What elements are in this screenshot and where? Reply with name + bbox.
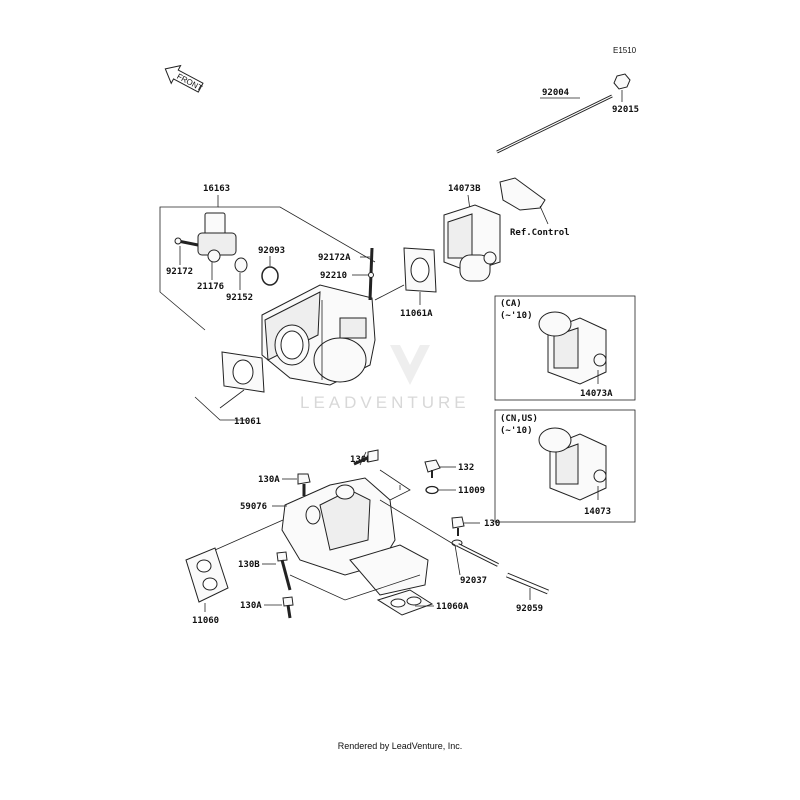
- label-11009: 11009: [458, 486, 485, 496]
- label-130B-low: 130B: [238, 560, 260, 570]
- control-bracket: [499, 177, 546, 211]
- label-14073A: 14073A: [580, 389, 613, 399]
- variant-box-cnus: (CN,US) (~'10) 14073: [494, 409, 636, 523]
- gasket-11060: [185, 547, 229, 603]
- front-arrow-icon: FRONT: [164, 64, 204, 93]
- cnus-year: (~'10): [500, 426, 533, 436]
- screw-92172: [174, 237, 199, 247]
- watermark-text: LEADVENTURE: [300, 393, 470, 412]
- footer-credit: Rendered by LeadVenture, Inc.: [337, 741, 463, 751]
- label-11060: 11060: [192, 616, 219, 626]
- washer-11009: [425, 485, 439, 495]
- throttle-body: [261, 284, 376, 386]
- label-11061: 11061: [234, 417, 261, 427]
- bolt-130A-low: [282, 596, 294, 619]
- ca-year: (~'10): [500, 311, 533, 321]
- label-92210: 92210: [320, 271, 347, 281]
- label-21176: 21176: [197, 282, 224, 292]
- washer-92210: [368, 272, 374, 278]
- adapter-14073B: [443, 204, 501, 282]
- manifold-59076: [281, 477, 429, 596]
- label-92015: 92015: [612, 105, 639, 115]
- label-130A-top: 130A: [258, 475, 280, 485]
- label-14073B: 14073B: [448, 184, 481, 194]
- rod-92037: [451, 539, 499, 567]
- label-92037: 92037: [460, 576, 487, 586]
- ca-region: (CA): [500, 299, 522, 309]
- nut-92015: [613, 73, 631, 90]
- diagram-code: E1510: [613, 46, 637, 55]
- label-132: 132: [458, 463, 474, 473]
- label-92152: 92152: [226, 293, 253, 303]
- label-11060A: 11060A: [436, 602, 469, 612]
- gasket-11061: [221, 351, 265, 393]
- label-92172A: 92172A: [318, 253, 351, 263]
- bolt-130A-top: [297, 473, 311, 496]
- label-92004: 92004: [542, 88, 570, 98]
- cnus-region: (CN,US): [500, 414, 538, 424]
- label-92172: 92172: [166, 267, 193, 277]
- label-59076: 59076: [240, 502, 267, 512]
- gasket-11061A: [403, 247, 437, 293]
- label-92059: 92059: [516, 604, 543, 614]
- bolt-130: [451, 516, 465, 536]
- label-11061A: 11061A: [400, 309, 433, 319]
- label-16163: 16163: [203, 184, 230, 194]
- rod-92004: [496, 94, 613, 154]
- label-92093: 92093: [258, 246, 285, 256]
- bolt-132: [424, 459, 441, 478]
- watermark-logo: [390, 345, 430, 385]
- gasket-11060A: [376, 589, 434, 616]
- oring-92093: [261, 266, 279, 286]
- label-14073: 14073: [584, 507, 611, 517]
- throttle-sensor: [197, 212, 237, 263]
- label-130A-low: 130A: [240, 601, 262, 611]
- clip-92152: [234, 257, 248, 273]
- variant-box-ca: (CA) (~'10) 14073A: [494, 295, 636, 401]
- rod-92059: [506, 572, 549, 595]
- label-130: 130: [484, 519, 500, 529]
- ref-control-label: Ref.Control: [510, 228, 570, 238]
- bolt-130B-low: [276, 551, 292, 591]
